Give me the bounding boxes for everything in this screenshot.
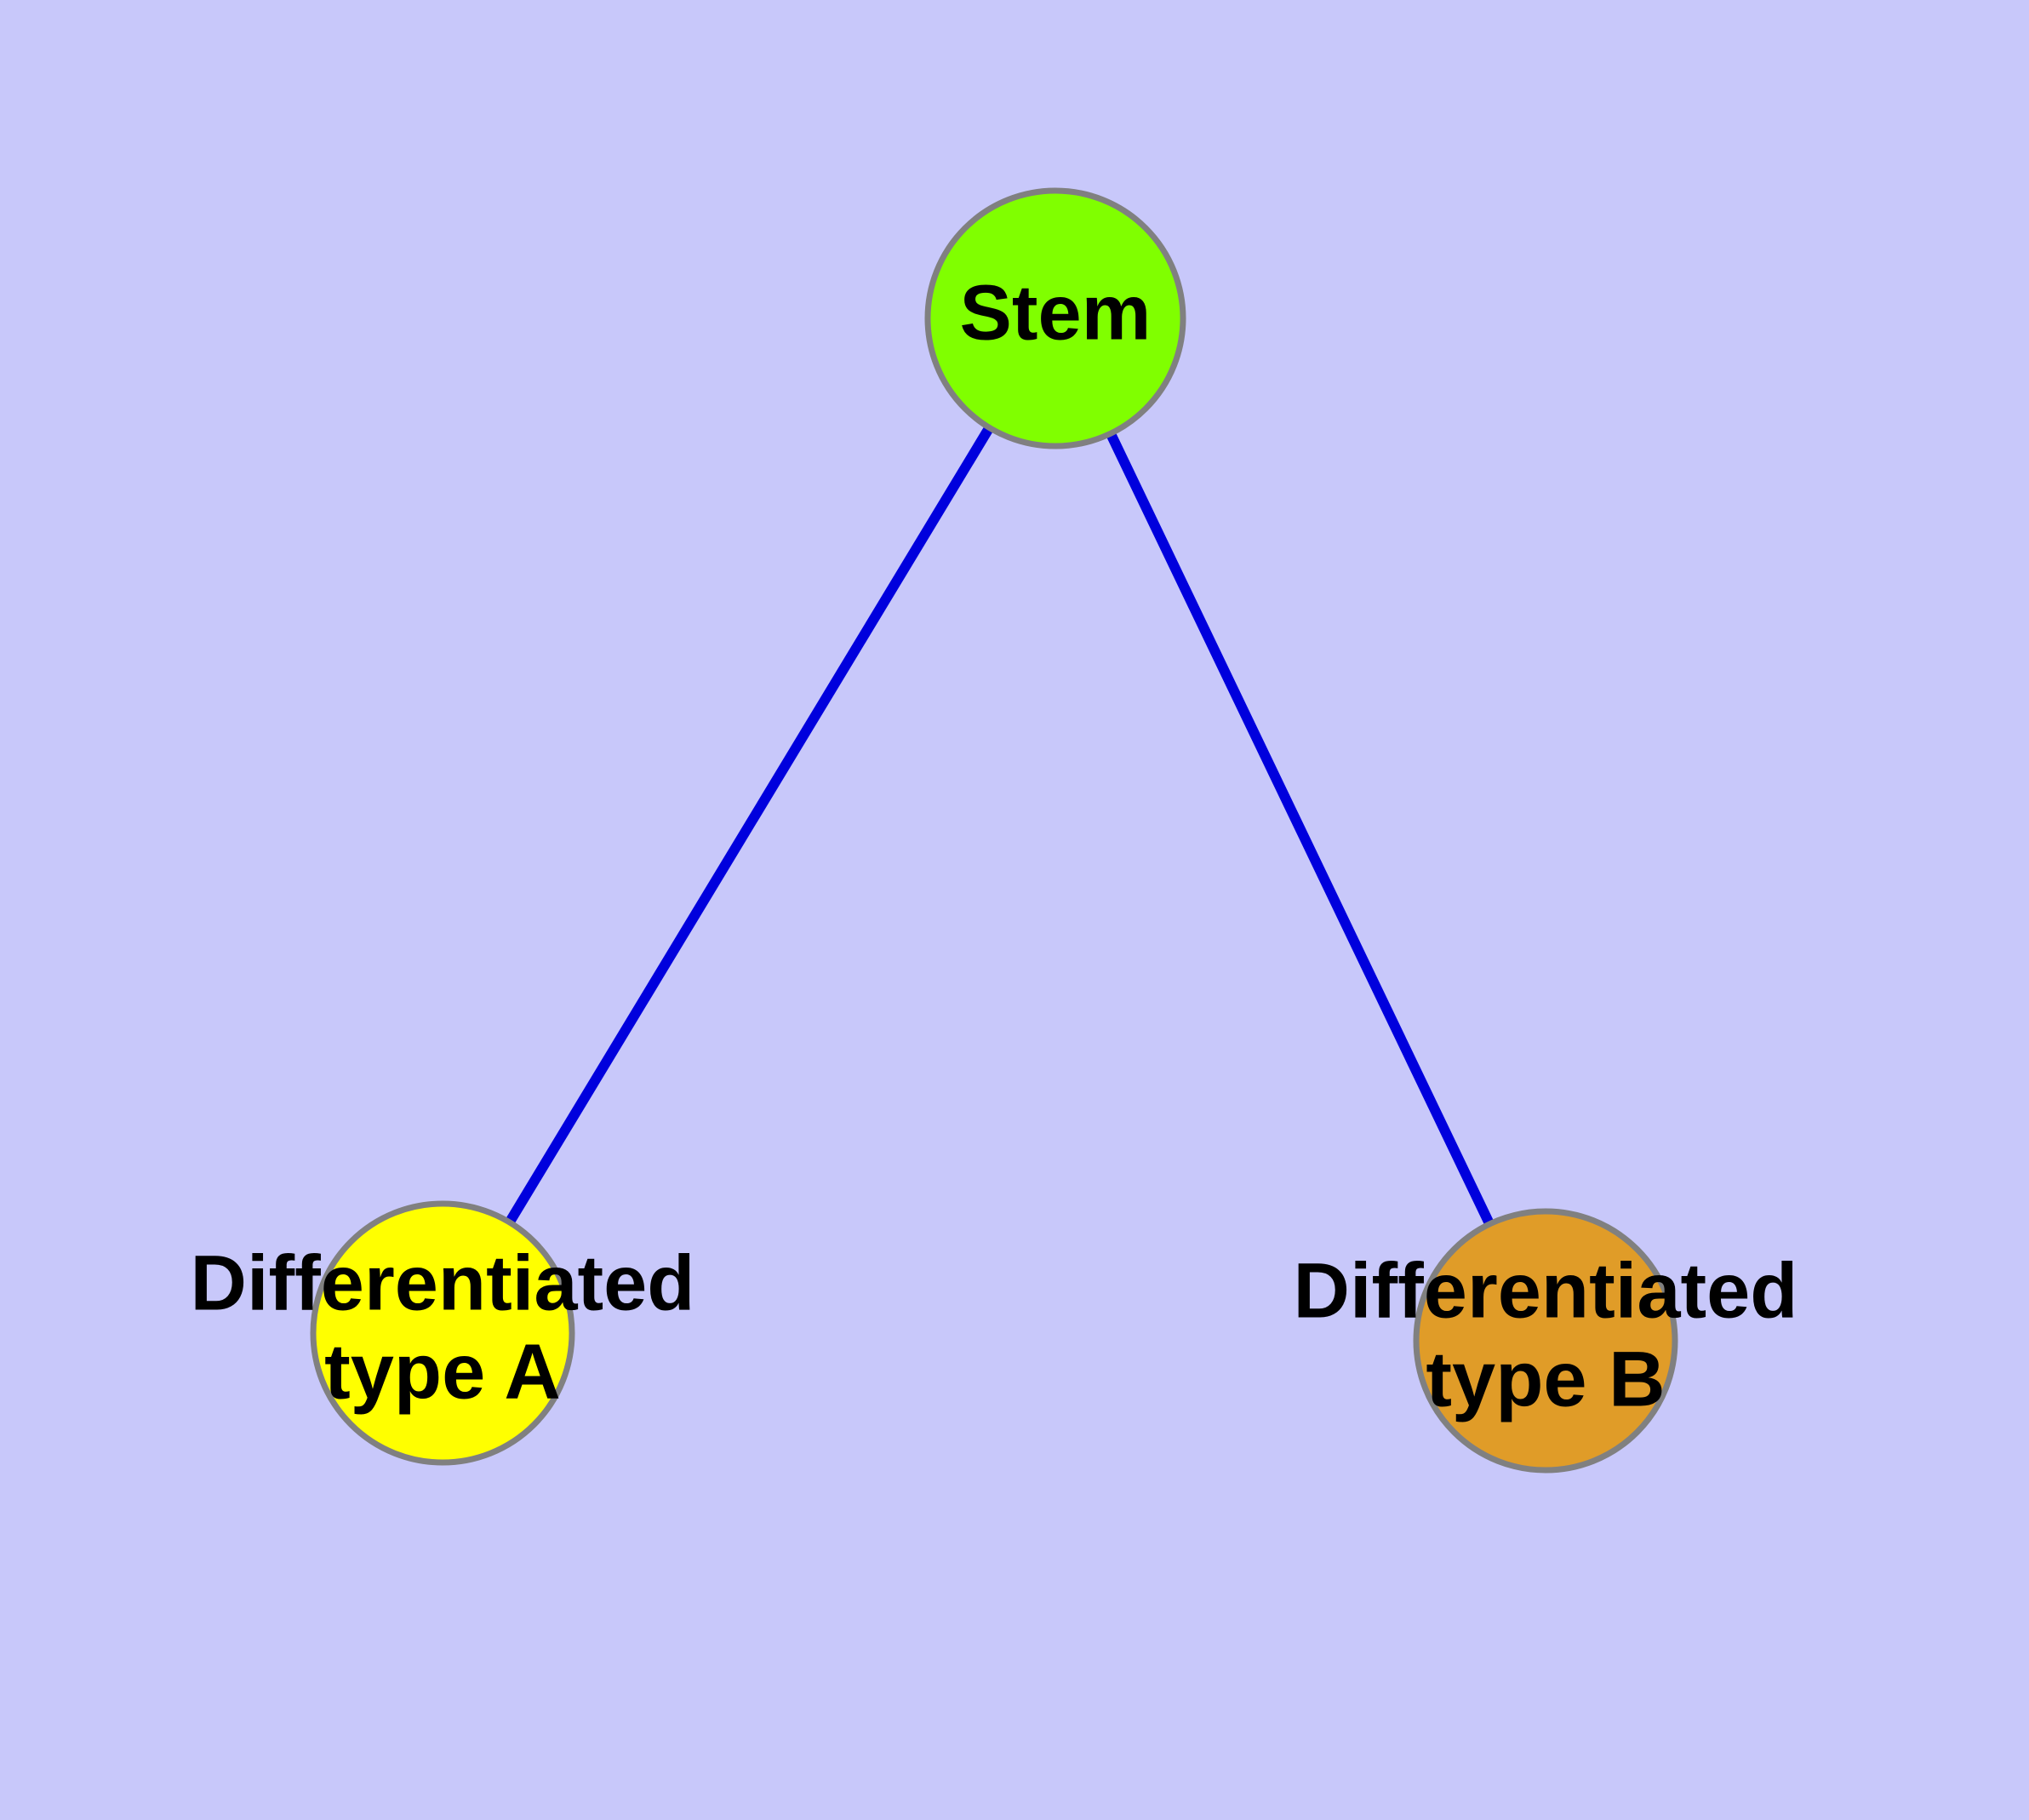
graph-edge	[1104, 428, 1496, 1230]
node-label: Differentiated	[1294, 1247, 1798, 1334]
graph-node-stem[interactable]: Stem	[924, 187, 1186, 449]
graph-edge	[503, 421, 996, 1228]
node-circle[interactable]	[310, 1200, 575, 1466]
node-circle[interactable]	[924, 187, 1186, 449]
node-circle[interactable]	[1413, 1208, 1678, 1474]
edge-layer	[503, 421, 1496, 1230]
node-label: Stem	[960, 269, 1152, 356]
node-label: Differentiated	[191, 1239, 695, 1326]
node-label: type A	[324, 1328, 561, 1415]
node-label: type B	[1426, 1336, 1665, 1422]
